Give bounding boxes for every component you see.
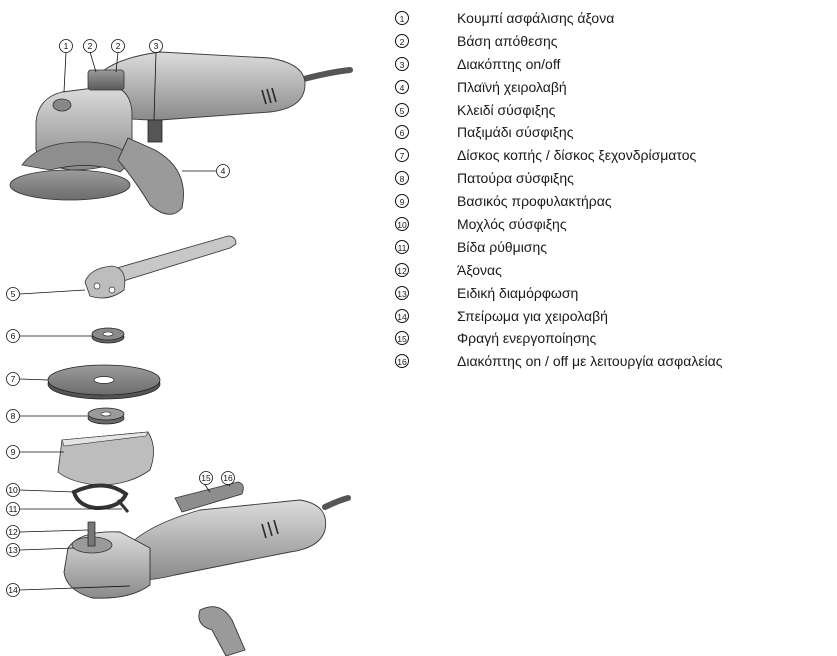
legend-label: Διακόπτης on / off με λειτουργία ασφαλεί… (457, 350, 723, 373)
legend-number: 10 (395, 217, 409, 231)
legend-number: 9 (395, 194, 409, 208)
legend-item: 15 Φραγή ενεργοποίησης (395, 327, 835, 350)
legend-label: Παξιμάδι σύσφιξης (457, 121, 573, 144)
callout-7: 7 (11, 374, 16, 384)
grinding-disc (48, 365, 160, 399)
callout-14: 14 (8, 585, 18, 595)
legend-item: 16 Διακόπτης on / off με λειτουργία ασφαλ… (395, 350, 835, 373)
legend-item: 6 Παξιμάδι σύσφιξης (395, 121, 835, 144)
legend-item: 5 Κλειδί σύσφιξης (395, 99, 835, 122)
callout-6: 6 (11, 331, 16, 341)
legend-item: 12 Άξονας (395, 259, 835, 282)
legend-label: Κουμπί ασφάλισης άξονα (457, 7, 614, 30)
clamping-nut (92, 328, 124, 343)
callout-16: 16 (223, 473, 233, 483)
legend-label: Βασικός προφυλακτήρας (457, 190, 612, 213)
legend-number: 13 (395, 286, 409, 300)
legend-item: 2 Βάση απόθεσης (395, 30, 835, 53)
angle-grinder-exploded-diagram: 1 2 2 3 4 5 6 7 8 9 (0, 0, 390, 656)
legend-number: 8 (395, 171, 409, 185)
legend-number: 11 (395, 240, 409, 254)
legend-label: Ειδική διαμόρφωση (457, 282, 578, 305)
legend-label: Σπείρωμα για χειρολαβή (457, 305, 608, 328)
legend-label: Πατούρα σύσφιξης (457, 167, 574, 190)
legend-number: 7 (395, 148, 409, 162)
clamping-flange (88, 408, 124, 424)
legend-item: 9 Βασικός προφυλακτήρας (395, 190, 835, 213)
callout-10: 10 (8, 485, 18, 495)
legend-item: 1 Κουμπί ασφάλισης άξονα (395, 7, 835, 30)
legend-number: 6 (395, 125, 409, 139)
legend-label: Βάση απόθεσης (457, 30, 558, 53)
callout-4: 4 (221, 166, 226, 176)
legend-label: Πλαϊνή χειρολαβή (457, 76, 567, 99)
legend-item: 3 Διακόπτης on/off (395, 53, 835, 76)
clamping-lever (74, 485, 128, 512)
legend-label: Άξονας (457, 259, 502, 282)
callout-3: 3 (154, 41, 159, 51)
legend-number: 3 (395, 57, 409, 71)
legend-item: 11 Βίδα ρύθμισης (395, 236, 835, 259)
legend-label: Φραγή ενεργοποίησης (457, 327, 596, 350)
callout-9: 9 (11, 447, 16, 457)
legend-number: 5 (395, 103, 409, 117)
legend-number: 14 (395, 309, 409, 323)
callout-12: 12 (8, 527, 18, 537)
callout-11: 11 (9, 504, 18, 514)
legend-number: 15 (395, 331, 409, 345)
legend-number: 16 (395, 354, 409, 368)
legend-item: 7 Δίσκος κοπής / δίσκος ξεχονδρίσματος (395, 144, 835, 167)
legend-item: 14 Σπείρωμα για χειρολαβή (395, 305, 835, 328)
legend-item: 8 Πατούρα σύσφιξης (395, 167, 835, 190)
callout-8: 8 (11, 411, 16, 421)
legend-number: 4 (395, 80, 409, 94)
legend-item: 13 Ειδική διαμόρφωση (395, 282, 835, 305)
legend-number: 2 (395, 34, 409, 48)
legend-label: Βίδα ρύθμισης (457, 236, 547, 259)
legend-item: 10 Μοχλός σύσφιξης (395, 213, 835, 236)
callout-2b: 2 (116, 41, 121, 51)
top-grinder (10, 52, 350, 214)
legend-label: Μοχλός σύσφιξης (457, 213, 567, 236)
callout-2a: 2 (88, 41, 93, 51)
legend-item: 4 Πλαϊνή χειρολαβή (395, 76, 835, 99)
callout-13: 13 (8, 545, 18, 555)
legend-label: Διακόπτης on/off (457, 53, 560, 76)
legend-label: Δίσκος κοπής / δίσκος ξεχονδρίσματος (457, 144, 696, 167)
protective-guard (58, 432, 154, 485)
callout-15: 15 (201, 473, 211, 483)
legend-number: 12 (395, 263, 409, 277)
callout-1: 1 (64, 41, 69, 51)
clamping-wrench (85, 236, 236, 298)
callout-5: 5 (11, 289, 16, 299)
legend-label: Κλειδί σύσφιξης (457, 99, 555, 122)
legend-number: 1 (395, 11, 409, 25)
